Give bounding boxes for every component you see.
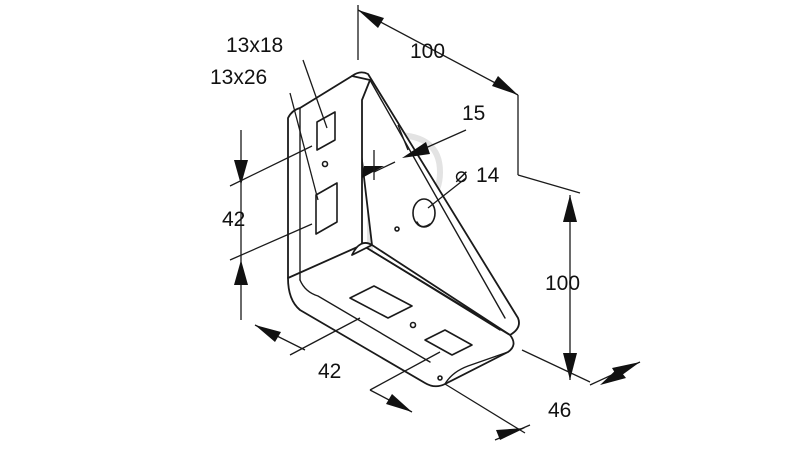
dim-slot-13x18: 13x18 — [226, 34, 283, 57]
pin-hole-corner — [437, 375, 443, 381]
dim-slot-13x26: 13x26 — [210, 66, 267, 89]
round-hole-14 — [412, 198, 436, 228]
dim-horizontal-pitch: 42 — [318, 360, 341, 383]
dim-height: 100 — [545, 272, 580, 295]
base-inner-edge — [361, 244, 501, 331]
dim-hole-offset: 15 — [462, 102, 485, 125]
dim-top-width: 100 — [410, 40, 445, 63]
angle-bracket — [287, 71, 520, 388]
small-hole-upper — [321, 160, 329, 168]
dim-depth: 46 — [548, 399, 571, 422]
diameter-symbol: ⌀ — [455, 164, 468, 187]
bend-line-front — [444, 351, 509, 385]
slot-hole-base-front — [424, 329, 473, 356]
round-hole-shadow — [416, 221, 431, 228]
bend-line-inner — [299, 279, 431, 363]
dimension-lines — [229, 5, 641, 441]
slot-hole-13x26 — [315, 182, 338, 235]
gusset-inner-edge — [369, 79, 506, 319]
slot-hole-base-rear — [349, 285, 413, 319]
pin-hole-gusset — [394, 226, 400, 232]
gusset-bead — [351, 242, 373, 256]
slot-hole-13x18 — [316, 111, 336, 151]
small-hole-base — [409, 321, 417, 329]
dim-vertical-pitch: 42 — [222, 208, 245, 231]
dim-hole-diameter: 14 — [476, 164, 500, 187]
